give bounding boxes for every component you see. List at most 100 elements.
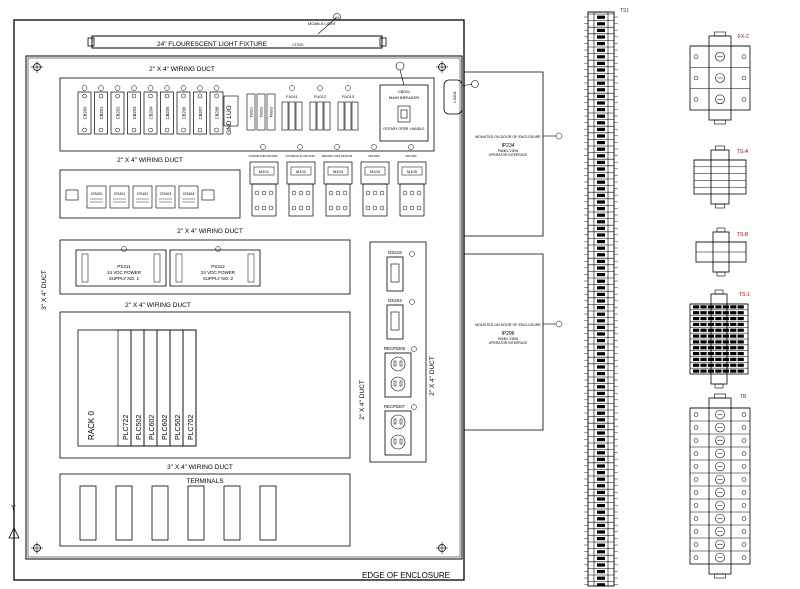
detail-ts-b: TS-B [695,227,749,277]
backplate-inner [27,57,461,558]
detail-ts-b-tag: TS-B [737,232,749,238]
axis-indicator: Y [8,505,20,576]
breaker-balloon [147,85,154,91]
plc-module-tag: PLC602 [149,415,156,440]
door-note-line3: OPERATOR INTERFACE [489,153,528,157]
breaker-tag: CB205 [165,106,170,119]
receptacle-area [369,241,427,463]
door-note-line3: OPERATOR INTERFACE [489,341,528,345]
relay-din-area [59,169,241,219]
contactor-label: RECIRC FAN MOTOR [322,154,353,158]
mounting-hole-bottom-right [436,542,448,554]
power-supply-line2: SUPPLY NO. 1 [109,276,140,281]
breaker: CB208 [209,91,224,135]
power-supply-line1: 24 VDC POWER [201,270,236,275]
door-note-tag: IP206 [501,331,514,337]
door-note-line1: MOUNTED ON DOOR OF ENCLOSURE [475,135,541,139]
breaker-balloon [81,85,88,91]
fuse-group-tag: FU012 [314,94,327,99]
detail-ts-a-tag: TS-A [737,149,749,155]
motor-contactor: CONVEYOR MOTOR M101 [248,144,278,217]
receptacle-tag: RECP0205 [384,346,406,351]
detail-fx2-tag: FX-2 [738,34,749,40]
fuse-tag: FU001 [250,107,254,118]
contactor-tag: M103 [333,169,344,174]
light-callout-label: MOAB-5 LIGHT [308,21,337,26]
power-supply-tag: PS312 [211,264,225,269]
contactor-label: HYDRAULIC MOTOR [285,154,315,158]
breaker: CB202 [110,91,125,135]
terminal-strip [584,11,618,587]
disconnect-tag: DS204 [388,298,402,303]
light-callout: M MOAB-5 LIGHT [308,13,341,35]
detail-ts-1-tag: TS-1 [739,292,750,298]
plc-module-tag: PLC722 [123,415,130,440]
breaker: CB207 [193,91,207,135]
duct-label-center-vertical: 2" X 4" DUCT [359,380,366,420]
terminal-block [79,485,97,541]
main-breaker-tag: CB001 [398,89,411,94]
contactor-tag: M105 [407,169,418,174]
breaker: CB204 [143,91,158,135]
fuse-holder: FU001 [246,93,256,131]
fuse-tag: FU002 [260,107,264,118]
relay-tag: CR404 [183,192,195,196]
breaker-balloon [197,85,203,91]
duct-label-left-vertical: 3" X 4" DUCT [41,270,48,310]
plc-module-tag: PLC702 [188,415,195,440]
fuse-group: FU011 [281,85,303,131]
plc-rack-label: RACK 0 [87,411,96,440]
terminal-block [223,485,241,541]
detail-views: FX-2TS-ATS-BTS-1TB [689,31,751,579]
main-breaker-note: ROTARY OPER. HANDLE [383,127,425,131]
detail-fx2: FX-2 [689,31,751,125]
receptacle: RECP0207 [384,404,417,456]
relay: CR404 [178,185,199,209]
light-switch-tag: LS001 [452,90,457,102]
terminal-block [259,485,277,541]
power-supply-line2: SUPPLY NO. 2 [203,276,234,281]
breaker-tag: CB200 [83,106,88,119]
receptacle-tag: RECP0207 [384,404,406,409]
light-fixture-code: LT020 [292,42,304,47]
fuse-group: FU013 [337,85,359,131]
edge-of-enclosure-label: EDGE OF ENCLOSURE [362,571,450,580]
breaker-balloon [180,85,187,91]
light-fixture: 24" FLOURESCENT LIGHT FIXTURE LT020 [87,35,387,49]
contactor-label: MOTOR [405,154,417,158]
breaker-tag: CB203 [132,106,137,119]
duct-label-bottom: 3" X 4" WIRING DUCT [167,464,233,471]
breaker: CB200 [77,91,92,135]
light-switch: LS001 [443,79,479,115]
door-note-tag: IP234 [501,143,514,149]
fuse-holder: FU002 [256,93,266,131]
relay: CR403 [155,185,176,209]
breaker-tag: CB207 [198,106,203,119]
contactor-label: CONVEYOR MOTOR [248,154,278,158]
mounting-hole-bottom-left [31,542,43,554]
door-note-line2: PANEL VIEW [498,337,519,341]
power-supply-area [59,239,351,295]
breaker-balloon [131,85,137,91]
light-callout-tag: M [335,15,338,20]
relay-tag: CR402 [137,192,149,196]
power-supply-line1: 24 VDC POWER [107,270,142,275]
relay: CR402 [132,185,153,209]
disconnect-switch: DS219 [386,250,415,292]
main-breaker-label: MAIN BREAKER [389,95,419,100]
breaker-tag: CB206 [182,106,187,119]
motor-contactor: RECIRC FAN MOTOR M103 [322,144,353,217]
breaker-tag: CB208 [215,106,220,119]
fuse-holder: FU003 [266,93,276,131]
mounting-hole-top-right [436,61,448,73]
contactor-tag: M101 [259,169,270,174]
